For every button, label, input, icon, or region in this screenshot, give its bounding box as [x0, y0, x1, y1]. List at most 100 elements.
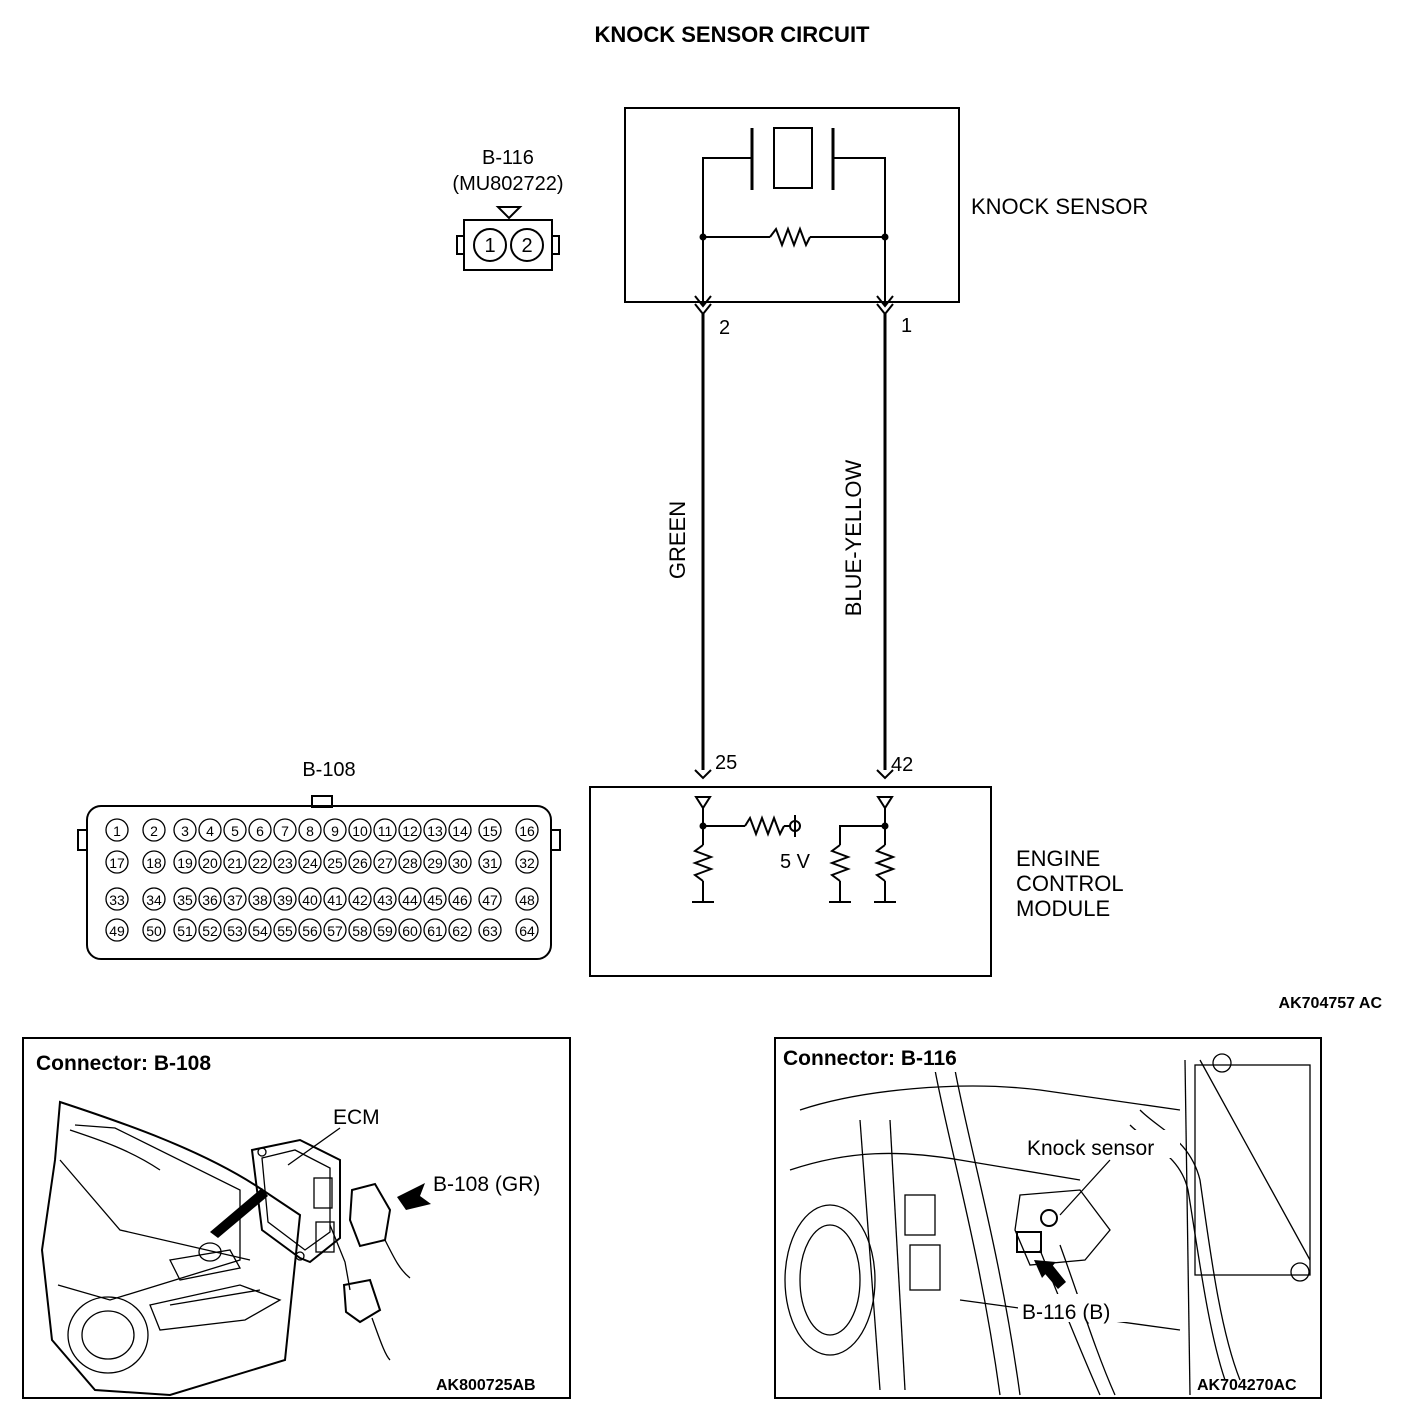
connector-b108-pin-label: 24: [302, 855, 318, 871]
connector-b108-pin: [248, 818, 272, 842]
connector-b108-pin-label: 47: [482, 892, 498, 908]
connector-b116-pin: [473, 228, 507, 262]
connector-b116-symbol: B-116 (MU802722) 1 2: [452, 147, 564, 271]
ecm-voltage-label: 5 V: [780, 851, 811, 873]
connector-b108-pin-label: 52: [202, 923, 218, 939]
connector-b108-pin-label: 37: [227, 892, 243, 908]
resistor-icon: [829, 844, 851, 882]
connector-b108-pin: [423, 818, 447, 842]
engine-bay-illustration: [784, 1053, 1311, 1396]
connector-b108-pin-label: 35: [177, 892, 193, 908]
wire-color-blue-yellow-label: BLUE-YELLOW: [841, 460, 866, 617]
panel-connector-b108: Connector: B-108: [22, 1037, 571, 1399]
connector-b108-pin-label: 29: [427, 855, 443, 871]
connector-b108-pin: [448, 818, 472, 842]
connector-b108-pin-label: 49: [109, 923, 125, 939]
connector-b108-pin: [248, 850, 272, 874]
connector-b108-pin: [223, 818, 247, 842]
knock-sensor-block: KNOCK SENSOR 2 1: [624, 107, 1148, 339]
connector-b108-pin-label: 55: [277, 923, 293, 939]
connector-callout-label: B-116 (B): [1022, 1301, 1110, 1324]
connector-b108-pin-label: 21: [227, 855, 243, 871]
ecm-label-line: MODULE: [1016, 896, 1110, 921]
connector-b108-pin-label: 4: [206, 823, 214, 839]
connector-b108-pin-label: 39: [277, 892, 293, 908]
connector-b108-pin: [105, 887, 129, 911]
connector-b108-pin: [273, 818, 297, 842]
connector-b108-pin: [348, 850, 372, 874]
connector-b108-pin: [198, 818, 222, 842]
connector-b116-housing: [463, 219, 553, 271]
ecm-block: 5 V ENGINE CONTROL MODULE: [589, 786, 1124, 977]
ecm-module-illustration: [250, 1127, 431, 1361]
connector-b108-pin-label: 5: [231, 823, 239, 839]
connector-b108-pin: [198, 850, 222, 874]
connector-b108-pin: [398, 887, 422, 911]
connector-b108-pin: [423, 918, 447, 942]
connector-b108-pin-label: 23: [277, 855, 293, 871]
connector-b108-pin-label: 50: [146, 923, 162, 939]
connector-b108-pin-label: 22: [252, 855, 268, 871]
ecm-callout-label: ECM: [333, 1106, 380, 1129]
panel-title: Connector: B-116: [783, 1047, 957, 1070]
connector-b108-pin: [248, 918, 272, 942]
connector-b108-pin: [373, 818, 397, 842]
resistor-icon: [874, 844, 896, 882]
connector-b108-pin-label: 12: [402, 823, 418, 839]
connector-b108-pin: [173, 918, 197, 942]
connector-b108-pin: [105, 850, 129, 874]
connector-b108-pin: [142, 818, 166, 842]
connector-b108-pin-label: 7: [281, 823, 289, 839]
pullup-resistor-icon: [744, 815, 785, 837]
page-title: KNOCK SENSOR CIRCUIT: [594, 22, 870, 47]
connector-b108-pin-label: 46: [452, 892, 468, 908]
ecm-pin-left: 25: [715, 752, 737, 774]
connector-b108-pin: [198, 918, 222, 942]
connector-b108-pin: [373, 887, 397, 911]
connector-b108-id: B-108: [302, 759, 355, 781]
connector-b108-pin-label: 59: [377, 923, 393, 939]
connector-b108-pin-label: 8: [306, 823, 314, 839]
connector-callout-label: B-108 (GR): [433, 1173, 540, 1196]
connector-b108-pin-label: 41: [327, 892, 343, 908]
connector-b108-pin: [173, 818, 197, 842]
connector-b108-pin-label: 45: [427, 892, 443, 908]
connector-b108-pin-label: 34: [146, 892, 162, 908]
connector-b108-pin: [142, 918, 166, 942]
connector-b108-pin-label: 19: [177, 855, 193, 871]
connector-b108-pin: [273, 850, 297, 874]
connector-b108-pin: [223, 887, 247, 911]
ecm-label-line: CONTROL: [1016, 871, 1124, 896]
ecm-pin-right: 42: [891, 754, 913, 776]
connector-b108-pin-label: 26: [352, 855, 368, 871]
connector-b108-pin: [448, 918, 472, 942]
connector-b108-pin: [298, 818, 322, 842]
connector-b108-pin-label: 1: [113, 823, 121, 839]
connector-b108-pin-label: 44: [402, 892, 418, 908]
connector-b108-pin: [323, 887, 347, 911]
connector-b108-pin: [173, 850, 197, 874]
connector-b108-pin-label: 6: [256, 823, 264, 839]
connector-b108-pin-label: 60: [402, 923, 418, 939]
connector-b108-pin: [348, 887, 372, 911]
connector-key-icon: [495, 206, 523, 220]
ecm-label-line: ENGINE: [1016, 846, 1100, 871]
connector-b108-pin: [348, 918, 372, 942]
connector-b108-pin: [478, 887, 502, 911]
connector-b108-pin-label: 17: [109, 855, 125, 871]
connector-b108-pin: [298, 850, 322, 874]
knock-sensor-box: [624, 107, 960, 303]
connector-b108-pin-label: 58: [352, 923, 368, 939]
wires: GREEN BLUE-YELLOW 25 42: [665, 314, 913, 780]
piezo-element-icon: [773, 127, 813, 189]
connector-b108-pin-label: 51: [177, 923, 193, 939]
connector-b108-pin: [478, 818, 502, 842]
connector-b108-pin-label: 43: [377, 892, 393, 908]
connector-b116-id: B-116: [482, 147, 534, 169]
connector-b108-pin-label: 53: [227, 923, 243, 939]
connector-b108-pin-label: 11: [378, 823, 393, 839]
connector-b108-pin: [423, 850, 447, 874]
panel-border: [22, 1037, 571, 1399]
connector-b108-pin-label: 25: [327, 855, 343, 871]
